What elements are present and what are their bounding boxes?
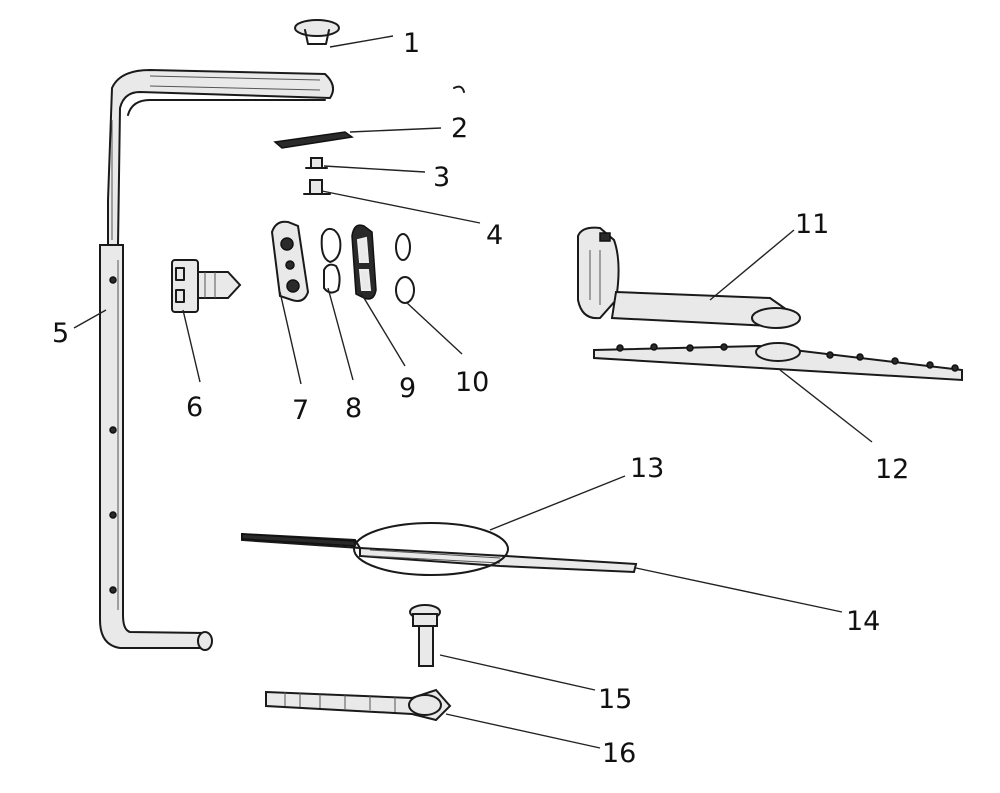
- callout-12: 12: [875, 454, 909, 485]
- callout-labels: 1 2 3 4 5 6 7 8 9 10 11 12 13 14 15 16: [52, 28, 909, 769]
- part-4-fitting: [303, 179, 331, 195]
- callout-3: 3: [433, 162, 450, 193]
- leader-10: [405, 301, 463, 355]
- part-1-cap: [294, 19, 340, 45]
- part-8-seal: [320, 227, 342, 294]
- part-6-mount: [171, 259, 242, 313]
- leader-5: [73, 309, 107, 329]
- part-13-highlight-ring: [353, 522, 509, 576]
- part-15-bolt: [409, 604, 441, 667]
- leader-4: [321, 190, 481, 224]
- leader-13: [489, 475, 626, 531]
- part-5-supply-tube: [99, 68, 335, 651]
- leader-3: [323, 165, 426, 173]
- callout-7: 7: [292, 395, 309, 426]
- part-10-orings: [395, 233, 415, 304]
- leader-12: [779, 369, 873, 443]
- leader-1: [329, 35, 394, 48]
- part-11-spray-arm-assembly: [577, 226, 801, 329]
- part-9-gasket: [351, 224, 377, 300]
- callout-9: 9: [399, 373, 416, 404]
- callout-6: 6: [186, 392, 203, 423]
- callout-11: 11: [795, 209, 829, 240]
- callout-8: 8: [345, 393, 362, 424]
- part-14-lower-spray-arm: [241, 532, 638, 574]
- leader-lines: [73, 35, 873, 749]
- part-16-hose: [265, 688, 452, 722]
- callout-5: 5: [52, 318, 69, 349]
- part-7-plate: [270, 220, 310, 302]
- callout-15: 15: [598, 684, 632, 715]
- part-2-mark: [453, 85, 465, 93]
- callout-10: 10: [455, 367, 489, 398]
- callout-1: 1: [403, 28, 420, 59]
- part-2-bar: [273, 131, 354, 149]
- leader-6: [182, 309, 201, 383]
- leader-14: [635, 567, 843, 613]
- callout-4: 4: [486, 220, 503, 251]
- part-3-fitting: [305, 157, 328, 169]
- callout-14: 14: [846, 606, 880, 637]
- leader-7: [279, 291, 302, 385]
- part-12-spray-arm: [593, 342, 963, 382]
- leader-8: [327, 287, 354, 381]
- callout-13: 13: [630, 453, 664, 484]
- leader-15: [439, 654, 596, 691]
- leader-11: [709, 229, 795, 301]
- callout-2: 2: [451, 113, 468, 144]
- callout-16: 16: [602, 738, 636, 769]
- leader-9: [360, 292, 406, 367]
- leader-2: [349, 127, 442, 133]
- leader-16: [445, 713, 601, 749]
